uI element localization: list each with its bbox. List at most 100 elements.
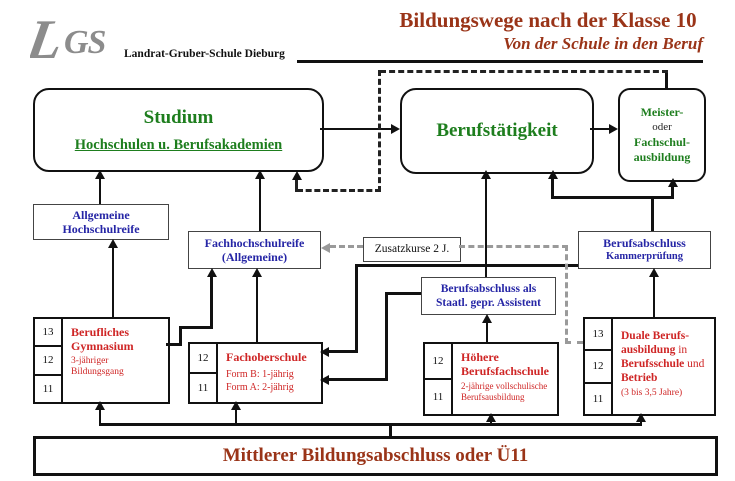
grade-11: 11 (592, 392, 604, 405)
node-mittlerer-bildungsabschluss: Mittlerer Bildungsabschluss oder Ü11 (33, 436, 718, 476)
grade-11: 11 (432, 391, 444, 403)
arrowhead-up-icon (207, 268, 217, 277)
arrowhead-up-icon (231, 401, 241, 410)
arrowhead-up-icon (668, 178, 678, 187)
path-kammer-to-fos (355, 264, 358, 353)
arrowhead-right-icon (391, 124, 400, 134)
arrow-ahr-to-studium (99, 178, 101, 204)
path-kammer-to-fos (355, 264, 578, 267)
path-gym-to-fhr (166, 343, 182, 346)
node-fachhochschulreife: Fachhochschulreife (Allgemeine) (188, 231, 321, 269)
gym-title1: Berufliches (71, 325, 129, 339)
meister-line2: oder (652, 121, 672, 133)
arrow-assistent-to-beruf (485, 178, 487, 277)
meister-line4: ausbildung (633, 150, 691, 164)
page-title: Bildungswege nach der Klasse 10 (399, 8, 697, 32)
node-berufliches-gymnasium: 13 12 11 Berufliches Gymnasium 3-jährige… (33, 317, 170, 404)
path-duale-to-zusatzkurse (459, 245, 568, 248)
grade-13: 13 (585, 319, 611, 352)
arrow-gym-to-ahr (112, 247, 114, 317)
node-duale-berufsausbildung: 13 12 11 Duale Berufs- ausbildung in Ber… (583, 317, 716, 416)
node-berufsabschluss-kammer: Berufsabschluss Kammerprüfung (578, 231, 711, 269)
gym-sub1: 3-jähriger (71, 356, 109, 366)
bottom-label: Mittlerer Bildungsabschluss oder Ü11 (222, 445, 529, 466)
grade-column: 12 11 (190, 344, 218, 402)
path-meister-to-studium (380, 70, 668, 73)
hbfs-sub1: 2-jährige vollschulische (461, 381, 548, 391)
grade-13: 13 (35, 319, 61, 348)
path-kammer-branch (671, 186, 674, 196)
studium-title: Studium (143, 106, 214, 128)
grade-12: 12 (585, 351, 611, 384)
meister-line3: Fachschul- (633, 135, 690, 149)
fos-sub1: Form B: 1-jährig (226, 369, 294, 380)
arrowhead-right-icon (609, 124, 618, 134)
node-zusatzkurse: Zusatzkurse 2 J. (363, 237, 461, 262)
path-meister-to-studium (295, 180, 298, 192)
ahr-line2: Hochschulreife (62, 222, 140, 236)
gym-title2: Gymnasium (71, 339, 134, 353)
path-gym-to-fhr (210, 276, 213, 329)
arrow-beruf-to-meister (590, 128, 609, 130)
node-studium: Studium Hochschulen u. Berufsakademien (33, 88, 324, 172)
header-divider (297, 60, 703, 63)
studium-subtitle: Hochschulen u. Berufsakademien (74, 136, 283, 153)
duale-line2: ausbildung in (621, 344, 688, 356)
fos-sub2: Form A: 2-jährig (226, 382, 294, 393)
grade-column: 13 12 11 (35, 319, 63, 402)
arrowhead-up-icon (292, 171, 302, 180)
path-meister-to-studium (378, 70, 381, 192)
arrowhead-up-icon (255, 170, 265, 179)
fhr-line1: Fachhochschulreife (204, 235, 305, 250)
arrowhead-left-icon (320, 375, 329, 385)
path-assistent-to-fos (385, 292, 388, 381)
assistent-line1: Berufsabschluss als (440, 282, 537, 295)
kammer-line2: Kammerprüfung (606, 251, 683, 262)
duale-line3: Berufsschule und (621, 358, 705, 370)
path-assistent-to-fos (385, 292, 421, 295)
zusatzkurse-label: Zusatzkurse 2 J. (374, 243, 450, 256)
node-berufsabschluss-assistent: Berufsabschluss als Staatl. gepr. Assist… (421, 277, 556, 315)
node-allgemeine-hochschulreife: Allgemeine Hochschulreife (33, 204, 169, 240)
fos-title: Fachoberschule (226, 350, 307, 364)
arrow-bottom-to-fos (235, 409, 237, 423)
arrow-fos-to-fhr (256, 276, 258, 342)
path-kammer-branch (651, 198, 654, 231)
path-gym-to-fhr (179, 326, 213, 329)
arrowhead-up-icon (481, 170, 491, 179)
path-kammer-branch (551, 196, 674, 199)
page-subtitle: Von der Schule in den Beruf (503, 34, 703, 53)
path-kammer-to-fos (328, 350, 355, 353)
path-bottom-bar (389, 426, 392, 436)
arrowhead-up-icon (636, 413, 646, 422)
arrow-hbfs-to-assistent (486, 322, 488, 342)
arrowhead-up-icon (486, 413, 496, 422)
path-kammer-branch (551, 178, 554, 196)
path-meister-to-studium (297, 189, 381, 192)
node-fachoberschule: 12 11 Fachoberschule Form B: 1-jährig Fo… (188, 342, 323, 404)
path-assistent-to-fos (328, 378, 388, 381)
arrowhead-up-icon (252, 268, 262, 277)
logo-letter-l: L (30, 9, 68, 64)
hbfs-sub2: Berufsausbildung (461, 392, 525, 402)
kammer-line1: Berufsabschluss (603, 235, 686, 250)
node-hoehere-berufsfachschule: 12 11 Höhere Berufsfachschule 2-jährige … (423, 342, 559, 416)
arrowhead-left-icon (320, 347, 329, 357)
path-duale-to-zusatzkurse (565, 245, 568, 344)
grade-12: 12 (190, 344, 216, 374)
school-name: Landrat-Gruber-Schule Dieburg (124, 48, 285, 60)
logo-letters-gs: GS (64, 24, 106, 61)
path-duale-to-zusatzkurse (565, 341, 583, 344)
arrow-bottom-to-duale (640, 421, 642, 423)
duale-duration: (3 bis 3,5 Jahre) (621, 388, 683, 398)
arrow-duale-to-kammer (653, 276, 655, 317)
grade-column: 13 12 11 (585, 319, 613, 414)
grade-11: 11 (42, 382, 54, 395)
hbfs-title2: Berufsfachschule (461, 364, 549, 378)
arrowhead-up-icon (482, 314, 492, 323)
assistent-line2: Staatl. gepr. Assistent (436, 297, 541, 309)
fhr-line2: (Allgemeine) (221, 250, 288, 264)
arrow-fhr-to-studium (259, 178, 261, 231)
grade-12: 12 (35, 347, 61, 376)
